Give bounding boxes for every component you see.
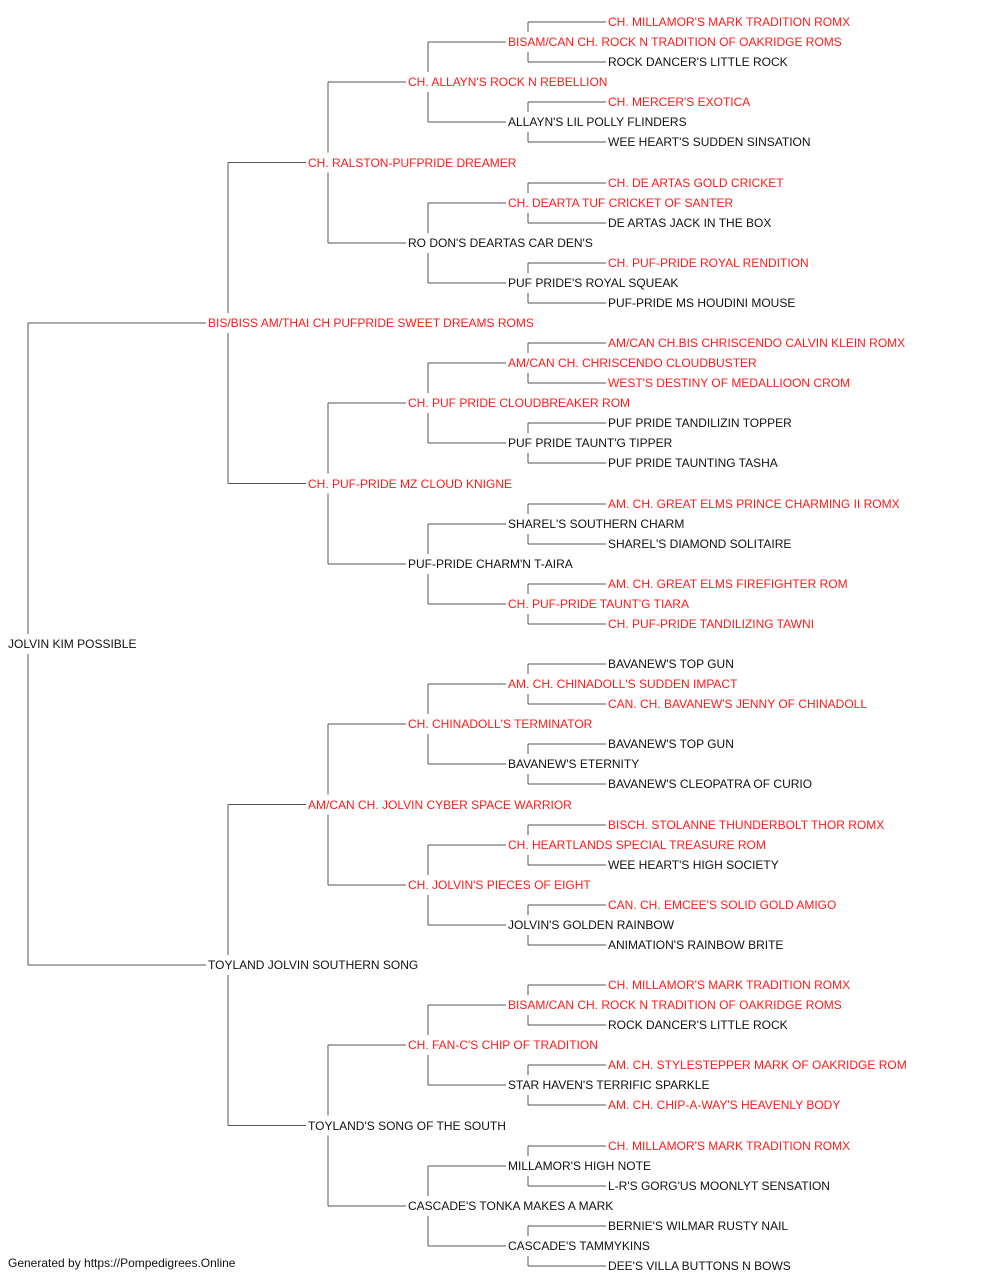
- sire-name-gen4[interactable]: BISAM/CAN CH. ROCK N TRADITION OF OAKRID…: [508, 998, 842, 1012]
- dam-name-gen4[interactable]: CH. PUF-PRIDE TAUNT'G TIARA: [508, 597, 689, 611]
- subject-name[interactable]: JOLVIN KIM POSSIBLE: [8, 637, 137, 651]
- dam-name-gen5[interactable]: DEE'S VILLA BUTTONS N BOWS: [608, 1259, 791, 1273]
- dam-name-gen4[interactable]: STAR HAVEN'S TERRIFIC SPARKLE: [508, 1078, 710, 1092]
- sire-name-gen2[interactable]: CH. RALSTON-PUFPRIDE DREAMER: [308, 155, 517, 170]
- sire-name-gen4[interactable]: SHAREL'S SOUTHERN CHARM: [508, 517, 685, 531]
- footer-credit: Generated by https://Pompedigrees.Online: [8, 1256, 236, 1270]
- sire-name-gen5[interactable]: CH. MILLAMOR'S MARK TRADITION ROMX: [608, 15, 851, 29]
- dam-name-gen3[interactable]: CH. JOLVIN'S PIECES OF EIGHT: [408, 878, 591, 892]
- sire-name-gen5[interactable]: CH. MERCER'S EXOTICA: [608, 95, 751, 109]
- sire-name-gen5[interactable]: BAVANEW'S TOP GUN: [608, 657, 734, 671]
- dam-name-gen4[interactable]: PUF PRIDE TAUNT'G TIPPER: [508, 436, 673, 450]
- dam-name-gen5[interactable]: L-R'S GORG'US MOONLYT SENSATION: [608, 1179, 830, 1193]
- sire-name-gen3[interactable]: CH. PUF PRIDE CLOUDBREAKER ROM: [408, 396, 631, 410]
- sire-name-gen5[interactable]: BAVANEW'S TOP GUN: [608, 737, 734, 751]
- sire-name-gen5[interactable]: CH. PUF-PRIDE ROYAL RENDITION: [608, 256, 809, 270]
- sire-name-gen4[interactable]: AM. CH. CHINADOLL'S SUDDEN IMPACT: [508, 677, 738, 691]
- dam-name-gen5[interactable]: WEE HEART'S SUDDEN SINSATION: [608, 135, 811, 149]
- dam-name-gen5[interactable]: PUF-PRIDE MS HOUDINI MOUSE: [608, 296, 796, 310]
- sire-name-gen4[interactable]: MILLAMOR'S HIGH NOTE: [508, 1159, 651, 1173]
- sire-name-gen5[interactable]: AM/CAN CH.BIS CHRISCENDO CALVIN KLEIN RO…: [608, 336, 906, 350]
- dam-name-gen5[interactable]: AM. CH. CHIP-A-WAY'S HEAVENLY BODY: [608, 1098, 841, 1112]
- sire-name-gen4[interactable]: CH. HEARTLANDS SPECIAL TREASURE ROM: [508, 838, 766, 852]
- sire-name-gen4[interactable]: AM/CAN CH. CHRISCENDO CLOUDBUSTER: [508, 356, 757, 370]
- dam-name-gen5[interactable]: WEST'S DESTINY OF MEDALLIOON CROM: [608, 376, 851, 390]
- dam-name-gen5[interactable]: BAVANEW'S CLEOPATRA OF CURIO: [608, 777, 813, 791]
- sire-name-gen3[interactable]: CH. CHINADOLL'S TERMINATOR: [408, 717, 593, 731]
- dam-name-gen4[interactable]: ALLAYN'S LIL POLLY FLINDERS: [508, 115, 687, 129]
- dam-name-gen1[interactable]: TOYLAND JOLVIN SOUTHERN SONG: [208, 958, 419, 972]
- dam-name-gen2[interactable]: CH. PUF-PRIDE MZ CLOUD KNIGNE: [308, 476, 513, 491]
- dam-name-gen5[interactable]: SHAREL'S DIAMOND SOLITAIRE: [608, 537, 792, 551]
- sire-name-gen4[interactable]: BISAM/CAN CH. ROCK N TRADITION OF OAKRID…: [508, 35, 842, 49]
- dam-name-gen4[interactable]: JOLVIN'S GOLDEN RAINBOW: [508, 918, 675, 932]
- sire-name-gen2[interactable]: AM/CAN CH. JOLVIN CYBER SPACE WARRIOR: [308, 797, 572, 812]
- dam-name-gen3[interactable]: CASCADE'S TONKA MAKES A MARK: [408, 1199, 614, 1213]
- dam-name-gen4[interactable]: PUF PRIDE'S ROYAL SQUEAK: [508, 276, 679, 290]
- dam-name-gen5[interactable]: PUF PRIDE TAUNTING TASHA: [608, 456, 778, 470]
- sire-name-gen5[interactable]: AM. CH. GREAT ELMS FIREFIGHTER ROM: [608, 577, 848, 591]
- sire-name-gen3[interactable]: CH. FAN-C'S CHIP OF TRADITION: [408, 1038, 598, 1052]
- sire-name-gen3[interactable]: CH. ALLAYN'S ROCK N REBELLION: [408, 75, 608, 89]
- dam-name-gen5[interactable]: CAN. CH. BAVANEW'S JENNY OF CHINADOLL: [608, 697, 868, 711]
- sire-name-gen5[interactable]: CH. MILLAMOR'S MARK TRADITION ROMX: [608, 978, 851, 992]
- dam-name-gen5[interactable]: WEE HEART'S HIGH SOCIETY: [608, 858, 779, 872]
- sire-name-gen5[interactable]: CH. MILLAMOR'S MARK TRADITION ROMX: [608, 1139, 851, 1153]
- sire-name-gen1[interactable]: BIS/BISS AM/THAI CH PUFPRIDE SWEET DREAM…: [208, 316, 534, 330]
- dam-name-gen3[interactable]: PUF-PRIDE CHARM'N T-AIRA: [408, 557, 573, 571]
- dam-name-gen5[interactable]: CH. PUF-PRIDE TANDILIZING TAWNI: [608, 617, 815, 631]
- sire-name-gen5[interactable]: CH. DE ARTAS GOLD CRICKET: [608, 176, 784, 190]
- sire-name-gen5[interactable]: AM. CH. GREAT ELMS PRINCE CHARMING II RO…: [608, 497, 900, 511]
- dam-name-gen4[interactable]: CASCADE'S TAMMYKINS: [508, 1239, 650, 1253]
- dam-name-gen5[interactable]: ANIMATION'S RAINBOW BRITE: [608, 938, 784, 952]
- sire-name-gen5[interactable]: AM. CH. STYLESTEPPER MARK OF OAKRIDGE RO…: [608, 1058, 907, 1072]
- sire-name-gen5[interactable]: BISCH. STOLANNE THUNDERBOLT THOR ROMX: [608, 818, 885, 832]
- dam-name-gen2[interactable]: TOYLAND'S SONG OF THE SOUTH: [308, 1118, 506, 1133]
- dam-name-gen4[interactable]: BAVANEW'S ETERNITY: [508, 757, 640, 771]
- dam-name-gen5[interactable]: DE ARTAS JACK IN THE BOX: [608, 216, 772, 230]
- dam-name-gen5[interactable]: ROCK DANCER'S LITTLE ROCK: [608, 55, 788, 69]
- dam-name-gen5[interactable]: ROCK DANCER'S LITTLE ROCK: [608, 1018, 788, 1032]
- sire-name-gen5[interactable]: BERNIE'S WILMAR RUSTY NAIL: [608, 1219, 789, 1233]
- sire-name-gen4[interactable]: CH. DEARTA TUF CRICKET OF SANTER: [508, 196, 734, 210]
- dam-name-gen3[interactable]: RO DON'S DEARTAS CAR DEN'S: [408, 236, 593, 250]
- sire-name-gen5[interactable]: PUF PRIDE TANDILIZIN TOPPER: [608, 416, 792, 430]
- sire-name-gen5[interactable]: CAN. CH. EMCEE'S SOLID GOLD AMIGO: [608, 898, 837, 912]
